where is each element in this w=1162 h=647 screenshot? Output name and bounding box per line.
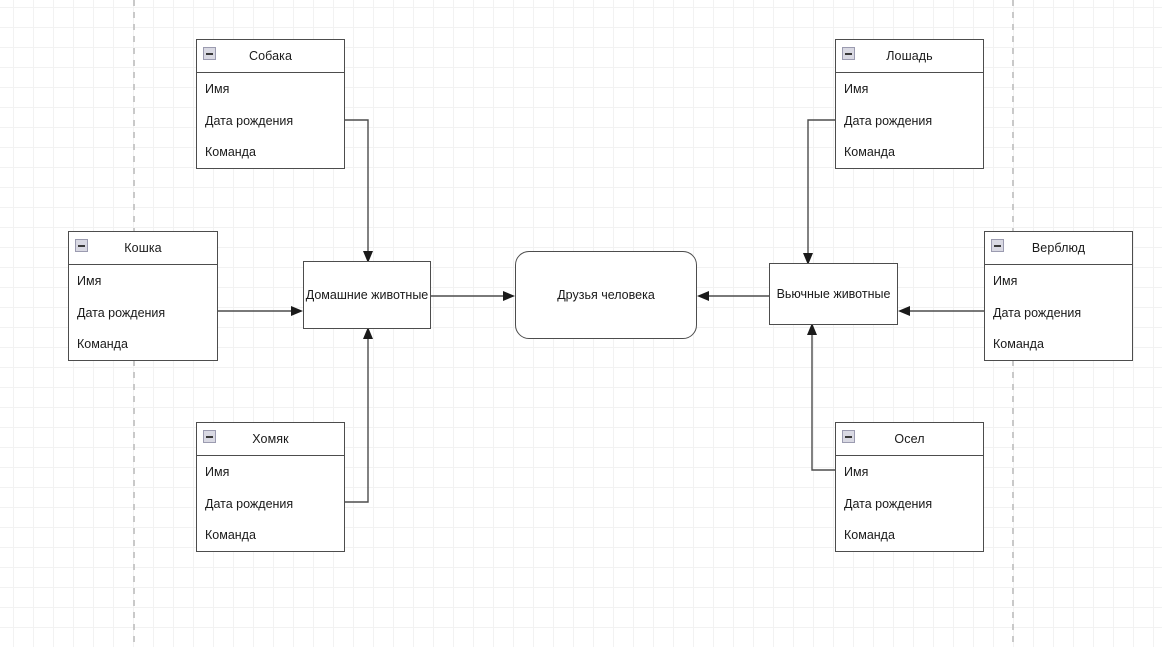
entity-field: Дата рождения [993, 305, 1082, 320]
entity-donkey[interactable]: Осел Имя Дата рождения Команда [835, 422, 984, 552]
node-pets[interactable]: Домашние животные [303, 261, 431, 329]
entity-field: Дата рождения [844, 496, 933, 511]
entity-horse-header: Лошадь [836, 40, 983, 73]
entity-dog-fields: Имя Дата рождения Команда [197, 73, 344, 168]
entity-dog[interactable]: Собака Имя Дата рождения Команда [196, 39, 345, 169]
entity-field: Дата рождения [77, 305, 166, 320]
entity-field: Имя [993, 273, 1018, 288]
entity-hamster-header: Хомяк [197, 423, 344, 456]
connector-cat-pets [218, 306, 303, 316]
connector-hamster-pets [345, 327, 373, 503]
entity-cat-fields: Имя Дата рождения Команда [69, 265, 217, 360]
entity-field: Имя [205, 464, 230, 479]
entity-hamster-fields: Имя Дата рождения Команда [197, 456, 344, 551]
connector-horse-pack [803, 119, 835, 265]
entity-donkey-fields: Имя Дата рождения Команда [836, 456, 983, 551]
connector-pack-friends [697, 291, 769, 301]
entity-horse[interactable]: Лошадь Имя Дата рождения Команда [835, 39, 984, 169]
entity-field: Команда [205, 145, 256, 160]
entity-cat-title: Кошка [124, 241, 162, 255]
connector-donkey-pack [807, 323, 835, 471]
entity-dog-header: Собака [197, 40, 344, 73]
entity-field: Команда [77, 337, 128, 352]
entity-field: Команда [844, 145, 895, 160]
entity-donkey-title: Осел [894, 432, 925, 446]
connector-pets-friends [431, 291, 515, 301]
entity-hamster[interactable]: Хомяк Имя Дата рождения Команда [196, 422, 345, 552]
connector-dog-pets [345, 119, 373, 263]
node-human-friends[interactable]: Друзья человека [515, 251, 697, 339]
entity-camel-fields: Имя Дата рождения Команда [985, 265, 1132, 360]
entity-field: Дата рождения [205, 113, 294, 128]
entity-horse-title: Лошадь [886, 49, 933, 63]
entity-field: Дата рождения [844, 113, 933, 128]
collapse-minus-icon[interactable] [842, 430, 855, 443]
entity-camel-header: Верблюд [985, 232, 1132, 265]
entity-donkey-header: Осел [836, 423, 983, 456]
entity-field: Команда [993, 337, 1044, 352]
entity-camel-title: Верблюд [1031, 241, 1086, 255]
entity-field: Имя [844, 81, 869, 96]
entity-field: Имя [844, 464, 869, 479]
connector-camel-pack [898, 306, 984, 316]
collapse-minus-icon[interactable] [203, 47, 216, 60]
node-pack-animals[interactable]: Вьючные животные [769, 263, 898, 325]
entity-field: Команда [205, 528, 256, 543]
entity-field: Дата рождения [205, 496, 294, 511]
entity-cat[interactable]: Кошка Имя Дата рождения Команда [68, 231, 218, 361]
collapse-minus-icon[interactable] [75, 239, 88, 252]
entity-field: Команда [844, 528, 895, 543]
entity-camel[interactable]: Верблюд Имя Дата рождения Команда [984, 231, 1133, 361]
collapse-minus-icon[interactable] [991, 239, 1004, 252]
entity-hamster-title: Хомяк [252, 432, 289, 446]
entity-dog-title: Собака [248, 49, 293, 63]
entity-field: Имя [77, 273, 102, 288]
collapse-minus-icon[interactable] [842, 47, 855, 60]
entity-cat-header: Кошка [69, 232, 217, 265]
collapse-minus-icon[interactable] [203, 430, 216, 443]
entity-field: Имя [205, 81, 230, 96]
entity-horse-fields: Имя Дата рождения Команда [836, 73, 983, 168]
